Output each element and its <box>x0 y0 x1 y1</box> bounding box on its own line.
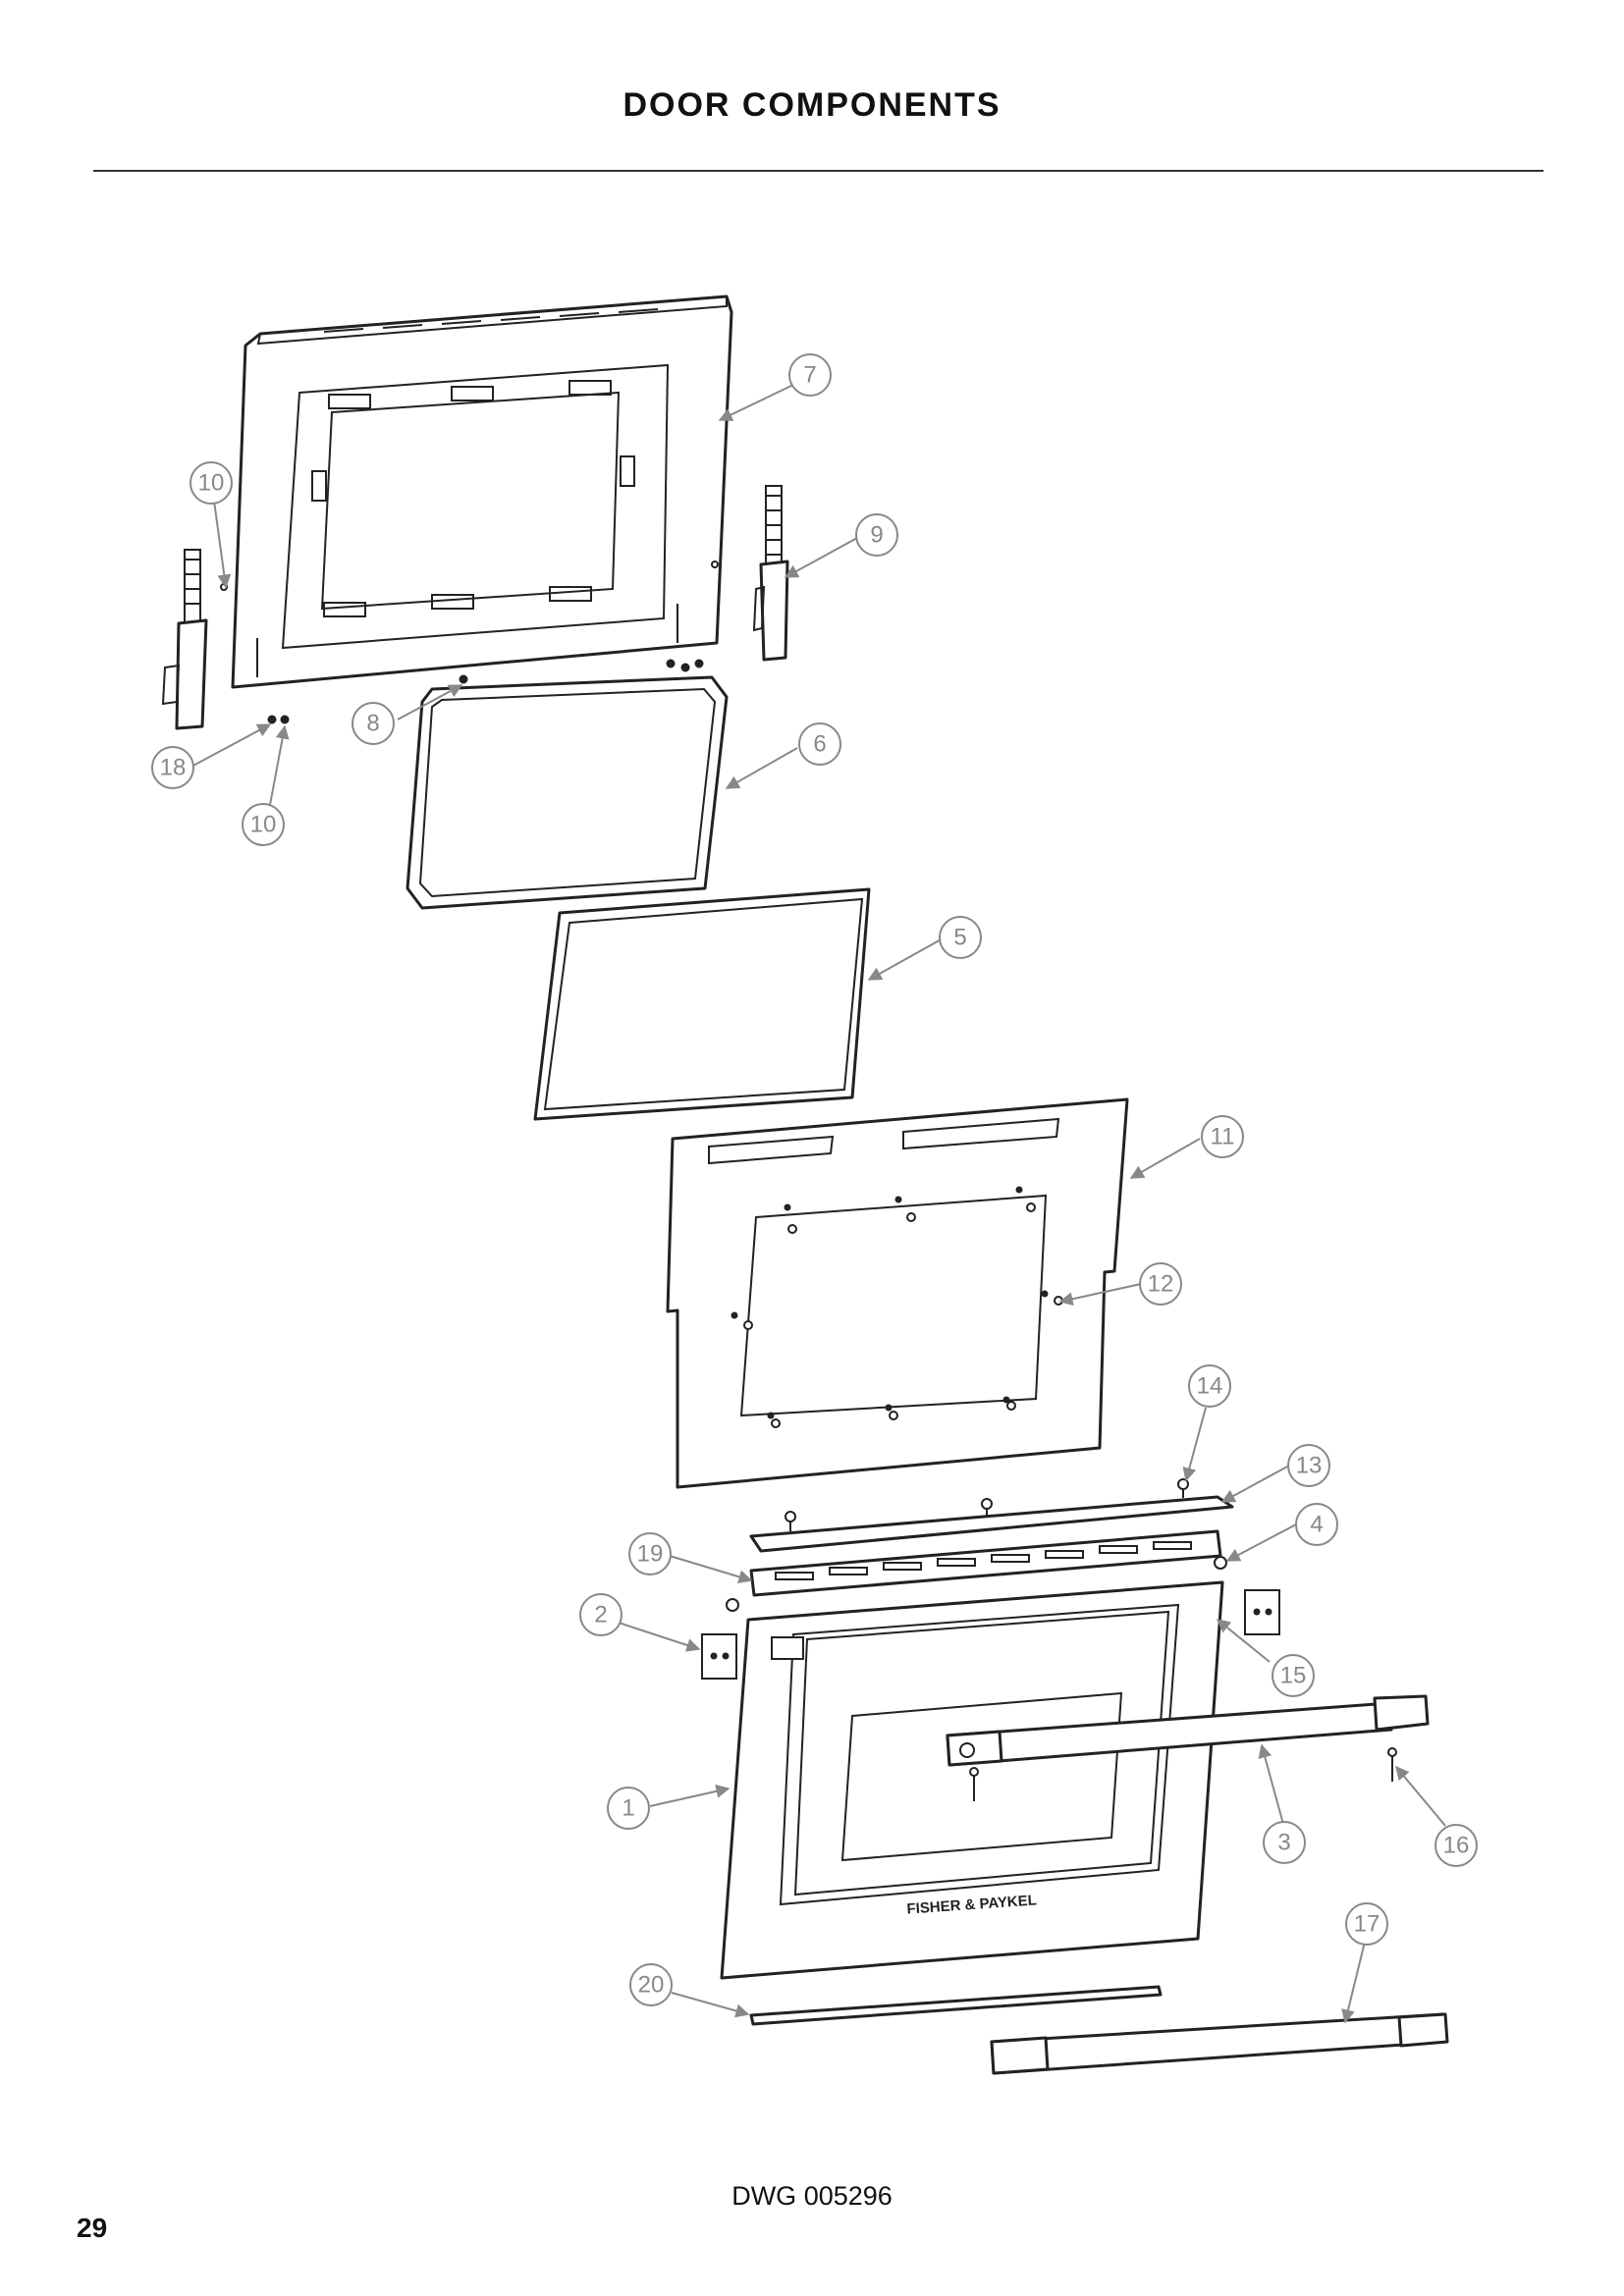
callout-7: 7 <box>788 353 832 397</box>
svg-text:15: 15 <box>1280 1663 1307 1689</box>
page-number: 29 <box>77 2213 108 2243</box>
right-hinge-part-9 <box>752 485 789 662</box>
callout-13: 13 <box>1287 1444 1330 1487</box>
svg-text:3: 3 <box>1277 1830 1290 1856</box>
svg-text:9: 9 <box>870 522 883 549</box>
svg-text:19: 19 <box>637 1541 664 1568</box>
svg-text:1: 1 <box>622 1795 634 1822</box>
svg-text:10: 10 <box>250 812 277 838</box>
inner-panel-part-11 <box>666 1097 1129 1489</box>
callout-3: 3 <box>1263 1821 1306 1864</box>
drawing-number: DWG 005296 <box>731 2181 893 2211</box>
callout-18: 18 <box>151 746 194 789</box>
svg-text:6: 6 <box>813 731 826 758</box>
top-trim-part-13 <box>749 1478 1234 1553</box>
svg-text:12: 12 <box>1148 1271 1174 1298</box>
callout-10-bottom: 10 <box>242 803 285 846</box>
callout-16: 16 <box>1435 1824 1478 1867</box>
svg-text:13: 13 <box>1296 1453 1323 1479</box>
callout-5: 5 <box>939 916 982 959</box>
callout-4: 4 <box>1295 1503 1338 1546</box>
svg-text:16: 16 <box>1443 1833 1470 1859</box>
callout-2: 2 <box>579 1593 623 1636</box>
svg-text:20: 20 <box>638 1972 665 1999</box>
callout-10-top: 10 <box>189 461 233 505</box>
svg-text:10: 10 <box>198 470 225 497</box>
callout-19: 19 <box>628 1532 672 1575</box>
svg-text:18: 18 <box>160 755 187 781</box>
page-title: DOOR COMPONENTS <box>623 86 1001 124</box>
callout-17: 17 <box>1345 1902 1388 1946</box>
bottom-strip-part-20 <box>749 1985 1163 2026</box>
callout-9: 9 <box>855 513 898 557</box>
svg-text:4: 4 <box>1310 1512 1323 1538</box>
svg-text:11: 11 <box>1211 1124 1235 1150</box>
svg-text:2: 2 <box>594 1602 607 1629</box>
inner-door-frame-part-7 <box>231 294 733 689</box>
callout-12: 12 <box>1139 1262 1182 1306</box>
vent-strip-part-19 <box>749 1529 1222 1597</box>
callout-11: 11 <box>1201 1115 1244 1158</box>
callout-20: 20 <box>629 1963 673 2006</box>
handle-part-3 <box>946 1694 1430 1801</box>
left-hinge-part-18 <box>161 549 208 730</box>
svg-text:14: 14 <box>1197 1373 1223 1400</box>
svg-text:8: 8 <box>366 711 379 737</box>
callout-15: 15 <box>1272 1654 1315 1697</box>
svg-text:5: 5 <box>953 925 966 951</box>
svg-text:17: 17 <box>1354 1911 1380 1938</box>
door-seal-part-6 <box>406 675 729 910</box>
callout-1: 1 <box>607 1787 650 1830</box>
leader-lines <box>189 384 1446 2024</box>
glass-pane-part-5 <box>533 887 871 1121</box>
callout-6: 6 <box>798 722 841 766</box>
callout-8: 8 <box>352 702 395 745</box>
callout-14: 14 <box>1188 1364 1231 1408</box>
outer-door-part-1: FISHER & PAYKEL <box>720 1580 1224 1980</box>
title-divider <box>93 170 1543 172</box>
handle-part-17 <box>990 2012 1449 2075</box>
svg-text:7: 7 <box>803 362 816 389</box>
